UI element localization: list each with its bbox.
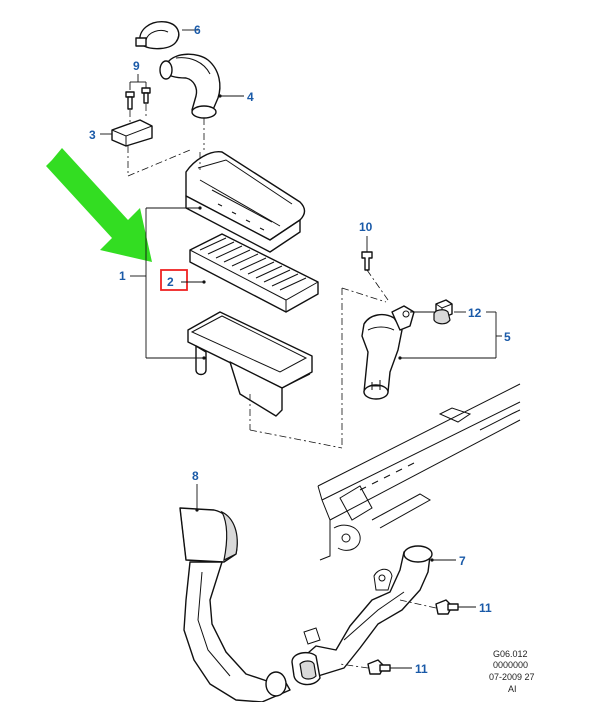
lower-intake-duct-part-8 [179, 484, 291, 702]
pin-part-10 [361, 236, 389, 301]
reference-suffix: AI [508, 684, 517, 694]
callout-2-highlight [160, 269, 206, 291]
callout-11-upper: 11 [479, 601, 492, 615]
resonator-dash-outline [341, 287, 387, 448]
callout-3: 3 [89, 128, 96, 142]
screw-part-11-upper [399, 599, 476, 615]
callout-12: 12 [468, 306, 482, 320]
green-pointer-arrow [46, 148, 152, 262]
filter-element-part-2 [189, 233, 319, 313]
resonator-part-5 [361, 305, 415, 400]
vehicle-body-panel [317, 383, 521, 561]
callout-1-bracket [130, 206, 206, 360]
callout-1: 1 [119, 269, 126, 283]
callout-6: 6 [194, 23, 201, 37]
callout-5: 5 [504, 330, 511, 344]
reference-code: G06.012 [493, 649, 528, 659]
screw-part-11-lower [339, 659, 412, 675]
clamp-ring-part-6 [135, 21, 198, 50]
intake-pipe-part-7 [291, 545, 456, 686]
callout-2: 2 [167, 275, 174, 289]
callout-4: 4 [247, 90, 254, 104]
callout-8: 8 [192, 469, 199, 483]
callout-11-lower: 11 [415, 662, 428, 676]
callout-10: 10 [359, 220, 373, 234]
bolts-part-9 [125, 74, 151, 122]
bracket-part-3 [100, 119, 191, 177]
air-cleaner-cover [185, 151, 306, 253]
callout-9: 9 [133, 59, 140, 73]
reference-date: 07-2009 27 [489, 672, 535, 682]
grommets-part-12 [398, 299, 502, 360]
intake-elbow-part-4 [159, 53, 244, 150]
air-cleaner-housing [187, 311, 343, 449]
callout-7: 7 [459, 554, 466, 568]
reference-number: 0000000 [493, 660, 528, 670]
